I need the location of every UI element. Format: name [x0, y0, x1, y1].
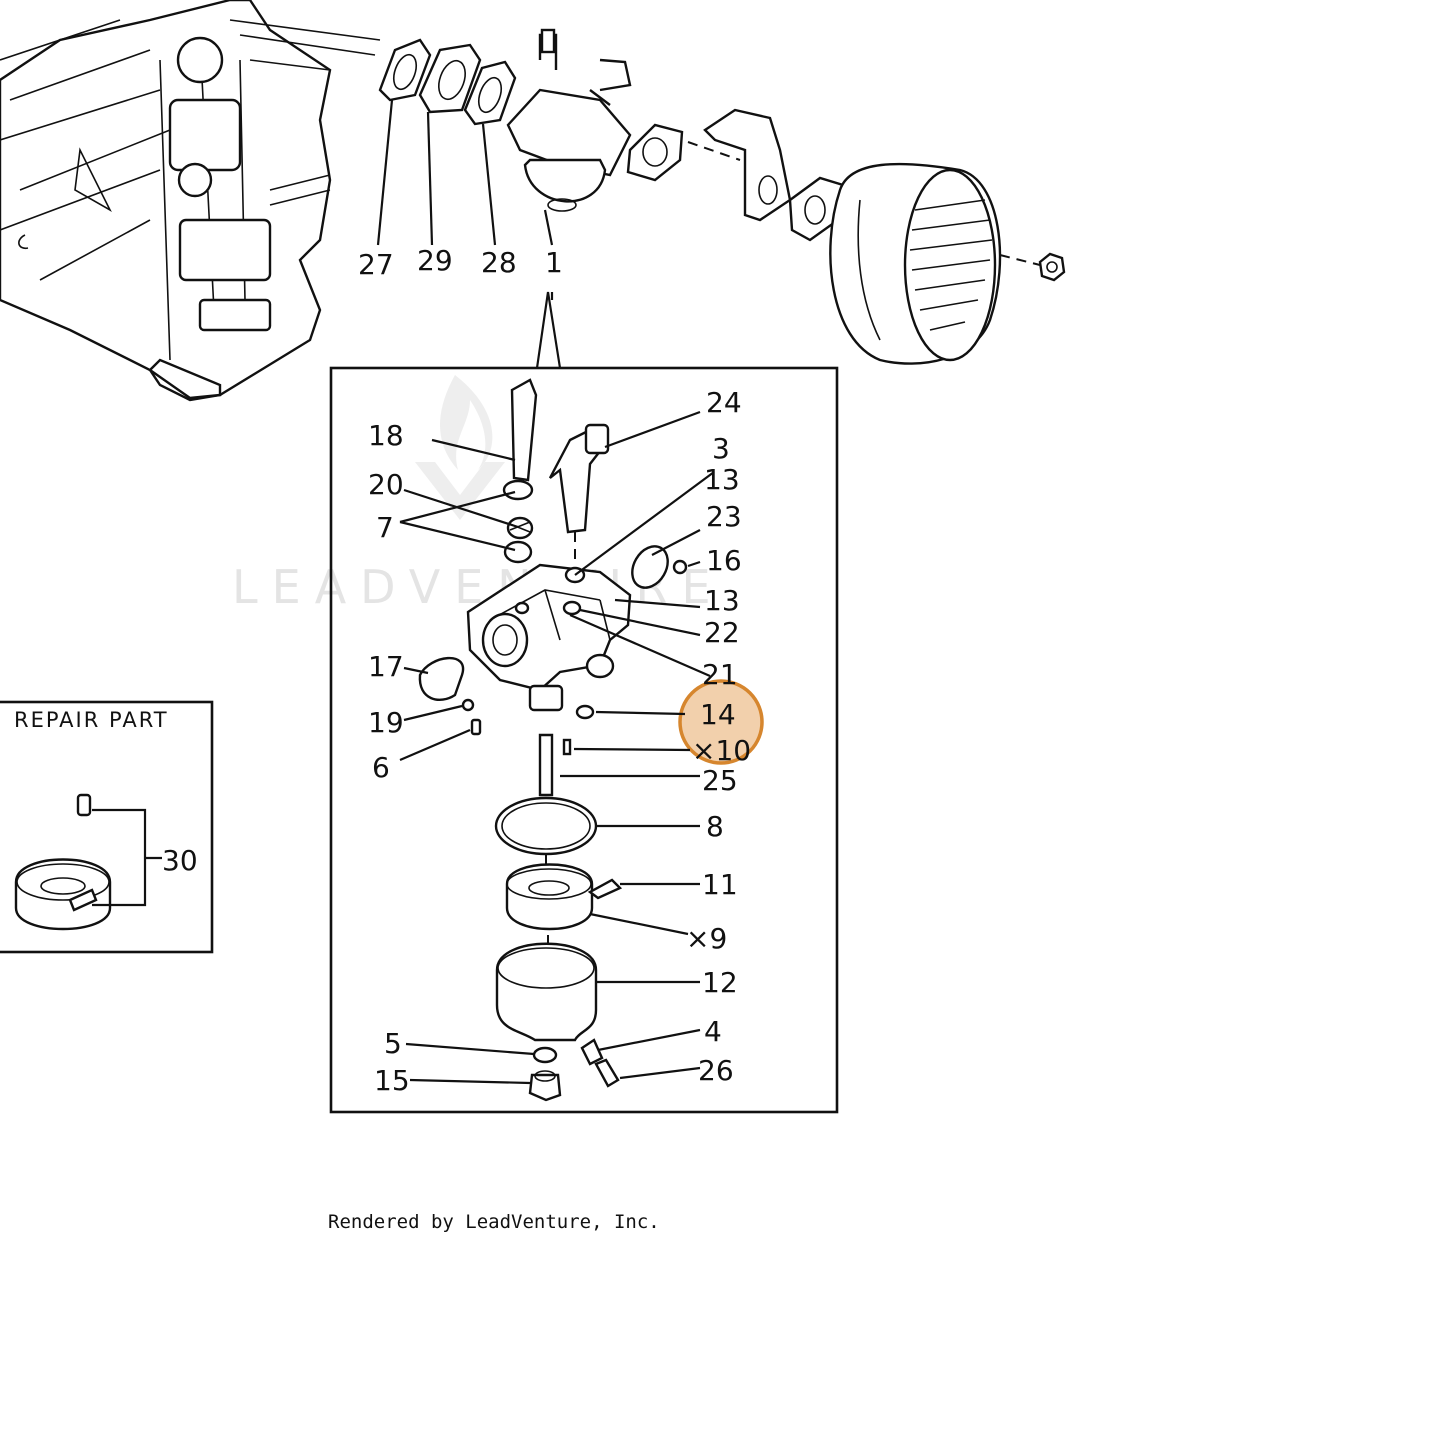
float-11-drawing — [505, 863, 623, 931]
air-cleaner-cover-drawing — [829, 162, 1002, 365]
callout-23: 23 — [706, 500, 742, 533]
callout-6: 6 — [372, 751, 390, 784]
engine-block-drawing — [0, 0, 381, 402]
carburetor-assembly-drawing — [506, 28, 632, 212]
spacer-29-drawing — [418, 43, 482, 114]
callout-28: 28 — [481, 246, 517, 279]
spring-7-drawing — [503, 516, 534, 564]
callout-16: 16 — [706, 544, 742, 577]
callout-3: 3 — [712, 432, 730, 465]
callout-9: ×9 — [686, 922, 727, 955]
callout-1: 1 — [545, 246, 563, 279]
bracket-drawing — [703, 108, 792, 222]
choke-shaft-18-drawing — [510, 378, 538, 490]
callout-18: 18 — [368, 419, 404, 452]
float-bowl-12-drawing — [495, 942, 598, 1042]
carburetor-detail-box — [329, 366, 839, 1114]
callout-29: 29 — [417, 244, 453, 277]
jet-10-drawing — [562, 738, 572, 756]
repair-pin-drawing — [76, 793, 92, 817]
callout-22: 22 — [704, 616, 740, 649]
gasket-27-drawing — [378, 38, 432, 102]
spring-4-drawing — [580, 1038, 604, 1066]
air-cleaner-gasket-drawing — [788, 176, 845, 242]
watermark-text: LEADVENTURE — [232, 560, 725, 614]
screw-19-drawing — [461, 698, 475, 712]
callout-19: 19 — [368, 706, 404, 739]
callout-7: 7 — [376, 511, 394, 544]
gasket-28-drawing — [463, 60, 517, 126]
callout-27: 27 — [358, 248, 394, 281]
repair-part-title: REPAIR PART — [14, 708, 169, 732]
nut-drawing — [1038, 252, 1066, 282]
callout-5: 5 — [384, 1027, 402, 1060]
intake-gasket-drawing — [626, 123, 684, 182]
choke-valve-20-drawing — [502, 479, 534, 501]
callout-11: 11 — [702, 868, 738, 901]
watermark-logo — [415, 375, 505, 520]
callout-25: 25 — [702, 764, 738, 797]
needle-25-drawing — [538, 733, 554, 797]
screw-14-drawing — [575, 704, 595, 720]
screw-6-drawing — [470, 718, 482, 736]
callout-26: 26 — [698, 1054, 734, 1087]
bolt-15-drawing — [528, 1070, 562, 1102]
callout-13-lower: 13 — [704, 584, 740, 617]
callout-13-upper: 13 — [704, 463, 740, 496]
gasket-8-drawing — [494, 796, 598, 856]
callout-14[interactable]: 14 — [700, 698, 736, 731]
callout-4: 4 — [704, 1015, 722, 1048]
callout-12: 12 — [702, 966, 738, 999]
repair-float-drawing — [14, 858, 112, 931]
washer-5-drawing — [532, 1046, 558, 1064]
credit-text: Rendered by LeadVenture, Inc. — [328, 1211, 660, 1233]
callout-30: 30 — [162, 844, 198, 877]
screw-26-drawing — [594, 1058, 620, 1088]
callout-15: 15 — [374, 1064, 410, 1097]
gasket-17-drawing — [418, 656, 465, 702]
highlight-part-14[interactable] — [678, 679, 764, 765]
callout-17: 17 — [368, 650, 404, 683]
callout-21: 21 — [702, 658, 738, 691]
callout-20: 20 — [368, 468, 404, 501]
callout-8: 8 — [706, 810, 724, 843]
throttle-valve-23-drawing — [631, 545, 669, 589]
screw-16-drawing — [672, 559, 688, 575]
callout-24: 24 — [706, 386, 742, 419]
callout-10: ×10 — [692, 734, 751, 767]
repair-part-box — [0, 700, 214, 954]
throttle-shaft-3-drawing — [548, 423, 610, 560]
